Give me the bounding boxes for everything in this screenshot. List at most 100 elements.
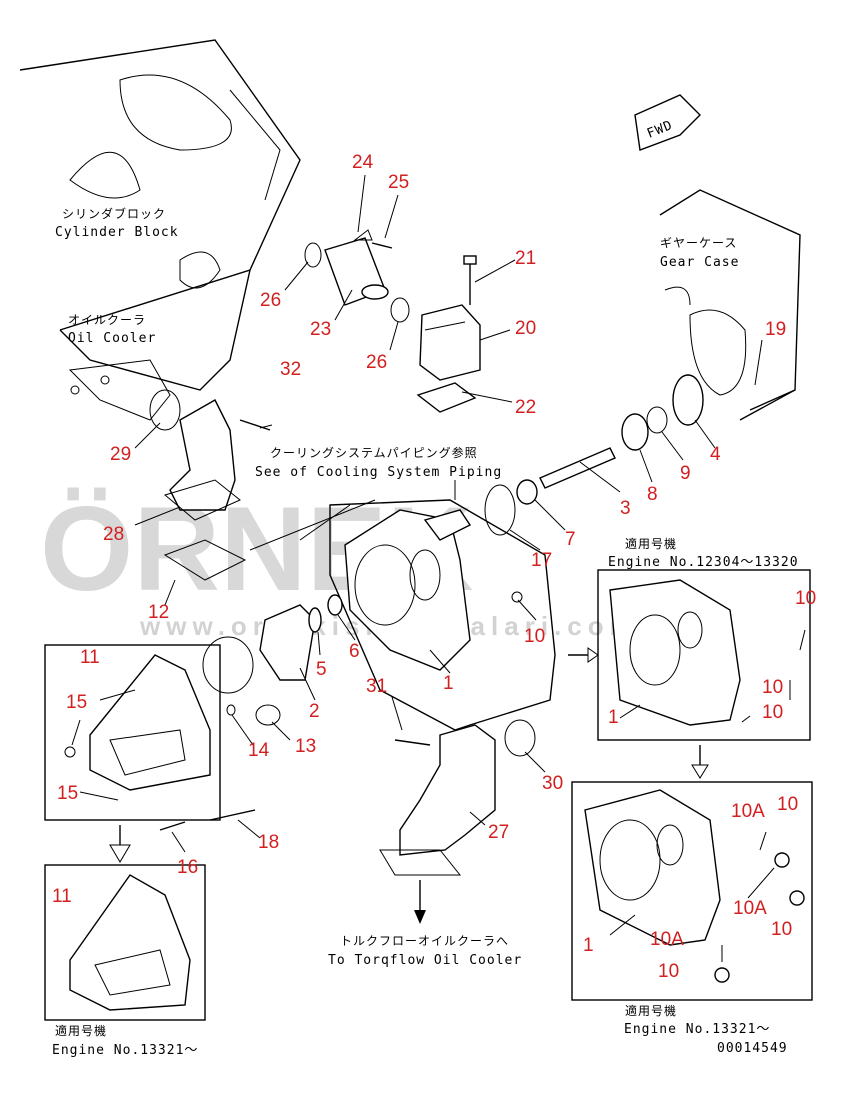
callout-10-f: 10 [771,919,792,940]
diagram-labels: シリンダブロック Cylinder Block オイルクーラ Oil Coole… [52,206,799,1058]
clip-24 [353,229,373,241]
pump-housing-1 [329,499,556,731]
bolt-18 [209,809,256,821]
oring-large [202,636,254,694]
pipe-27 [379,719,536,924]
leader-lines [71,174,806,962]
elbow-28 [163,399,241,521]
callout-1: 1 [443,673,454,694]
callout-21: 21 [515,248,536,269]
callout-16: 16 [177,857,198,878]
callout-32: 32 [280,359,301,380]
callout-29: 29 [110,444,131,465]
callout-10-b: 10 [524,626,545,647]
callout-10-e: 10 [777,794,798,815]
oring-14 [226,704,236,716]
bearing-8 [621,413,649,451]
callout-19: 19 [765,319,786,340]
impeller-2 [259,604,316,681]
bolt-21-head [463,255,477,265]
cover-box-11 [44,644,221,821]
seal-6 [327,594,343,616]
cooling-piping-en: See of Cooling System Piping [255,465,502,480]
callout-15-b: 15 [57,783,78,804]
gear-case-drawing [659,189,801,421]
gasket-12 [163,539,247,581]
callout-1-b: 1 [608,707,619,728]
engine-13321-a: Engine No.13321～ [52,1043,198,1058]
bolt-32 [239,419,271,431]
callout-10A-2: 10A [733,898,767,919]
gear-case-en: Gear Case [660,255,739,270]
cylinder-block-en: Cylinder Block [55,225,179,240]
callout-1-c: 1 [583,935,594,956]
applicable-jp: 適用号機 [625,536,677,551]
callout-22: 22 [515,397,536,418]
callout-10A-1: 10A [731,801,765,822]
bolt-25 [371,242,393,249]
torqflow-en: To Torqflow Oil Cooler [328,953,522,968]
callout-5: 5 [316,659,327,680]
callout-10A-3: 10A [650,929,684,950]
engine-range: Engine No.12304～13320 [608,555,799,570]
callout-12: 12 [148,602,169,623]
callout-2: 2 [309,701,320,722]
callout-10-a: 10 [795,588,816,609]
callout-11-b: 11 [52,886,72,907]
bolt-31 [394,739,431,746]
callout-24: 24 [352,152,374,173]
oil-cooler-en: Oil Cooler [68,331,156,346]
callout-31: 31 [366,676,387,697]
callout-10-d: 10 [762,702,783,723]
pipe-23 [304,237,410,323]
seal-5 [308,607,322,633]
callout-8: 8 [647,484,658,505]
callout-15-a: 15 [66,692,87,713]
callout-11: 11 [80,647,100,668]
torqflow-jp: トルクフローオイルクーラへ [340,934,509,948]
cover-box-11-lower [44,864,206,1021]
gear-case-jp: ギヤーケース [660,236,737,250]
applicable-jp-b: 適用号機 [55,1023,107,1038]
oring-30 [504,719,536,757]
bearing-7 [516,479,538,505]
shaft-3 [539,447,616,489]
cylinder-block-jp: シリンダブロック [62,206,166,221]
callout-27: 27 [488,822,509,843]
callout-17: 17 [531,550,552,571]
fwd-arrow: FWD [634,94,701,151]
callout-10-g: 10 [658,961,679,982]
cooling-piping-jp: クーリングシステムパイピング参照 [270,445,478,460]
callout-26-a: 26 [260,290,281,311]
gear-4 [672,374,704,426]
callout-numbers: 24 25 21 26 23 20 19 26 32 22 4 29 9 8 3… [52,152,816,982]
cylinder-block-drawing [19,39,301,421]
oring-17 [484,484,516,536]
callout-30: 30 [542,773,563,794]
callout-7: 7 [565,529,576,550]
callout-25: 25 [388,172,409,193]
applicable-jp-c: 適用号機 [625,1003,677,1018]
engine-13321-b: Engine No.13321～ [624,1022,770,1037]
plug-10 [511,591,523,603]
callout-23: 23 [310,319,331,340]
gasket-22 [416,382,477,413]
ring-9 [646,406,668,434]
bolt-16 [159,821,186,831]
callout-26-b: 26 [366,352,387,373]
callout-10-c: 10 [762,677,783,698]
plug-13 [255,704,281,726]
callout-28: 28 [103,524,124,545]
variant-box-lower [571,781,813,1001]
bolt-19 [749,389,796,411]
oil-cooler-jp: オイルクーラ [68,313,146,327]
callout-20: 20 [515,318,536,339]
callout-9: 9 [680,463,691,484]
oring-29 [149,389,181,431]
callout-6: 6 [349,641,360,662]
housing-20 [419,304,481,381]
callout-3: 3 [620,498,631,519]
callout-4: 4 [710,444,721,465]
